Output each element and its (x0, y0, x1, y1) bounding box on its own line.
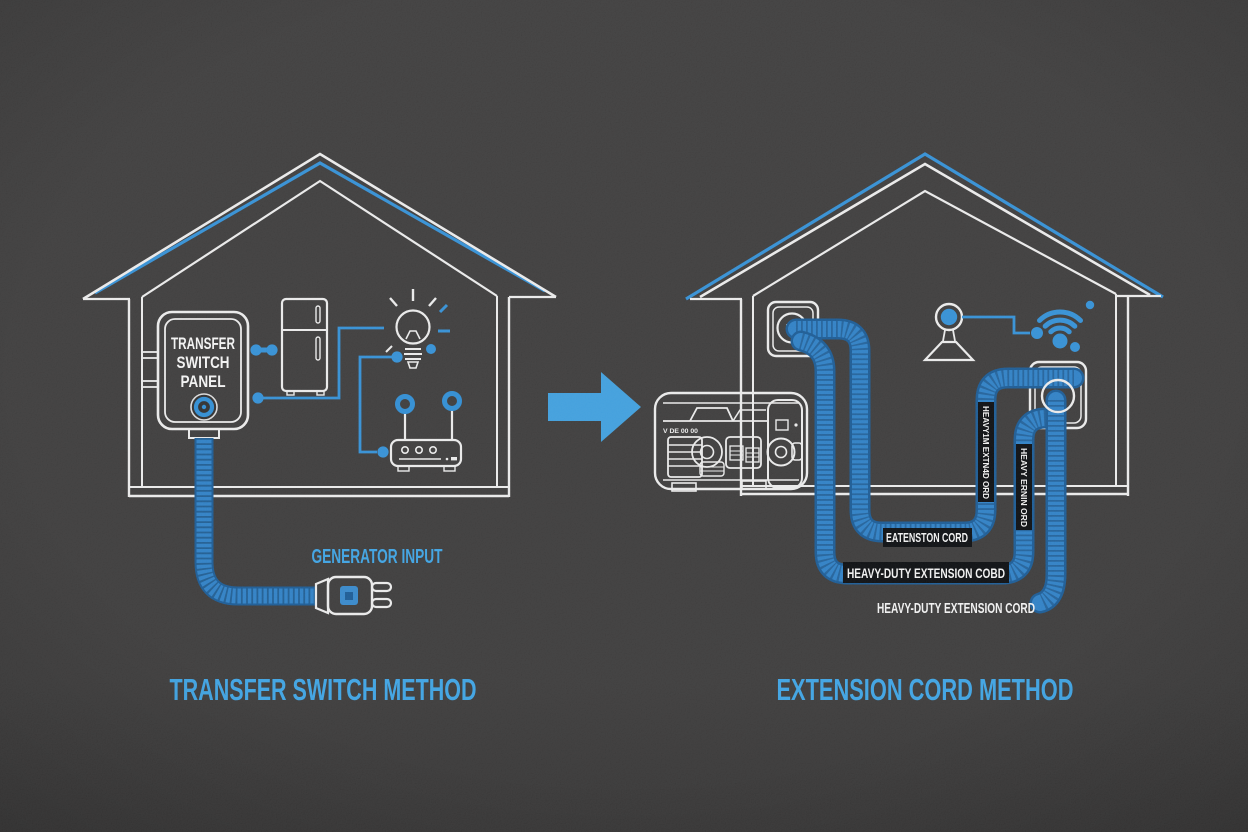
grain-overlay (0, 0, 1248, 832)
diagram-canvas: TRANSFER SWITCH PANEL GENERATOR INPUT (0, 0, 1248, 832)
generator-methods-diagram: TRANSFER SWITCH PANEL GENERATOR INPUT (0, 0, 1248, 832)
